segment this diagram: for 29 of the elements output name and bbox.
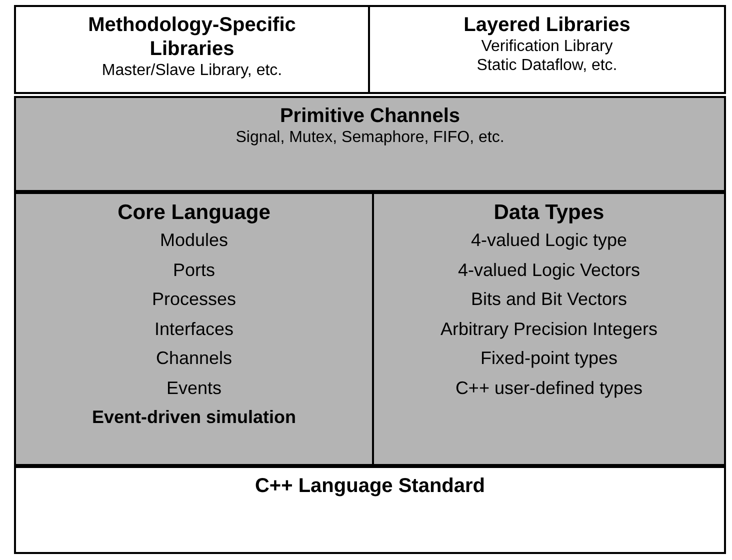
layer-item: Channels bbox=[154, 347, 234, 370]
layer-item: 4-valued Logic Vectors bbox=[456, 258, 642, 282]
layer-heading: Core Language bbox=[116, 200, 272, 226]
layer-item: Master/Slave Library, etc. bbox=[100, 61, 284, 80]
layer-item: Bits and Bit Vectors bbox=[470, 288, 628, 311]
layer-item: Signal, Mutex, Semaphore, FIFO, etc. bbox=[234, 128, 506, 148]
layer-heading: C++ Language Standard bbox=[254, 474, 486, 498]
layer-heading: Methodology-Specific Libraries bbox=[87, 13, 297, 61]
layer-item: Processes bbox=[150, 288, 238, 311]
layer-panel bbox=[372, 192, 726, 466]
layer-box bbox=[368, 5, 726, 94]
layer-item: Static Dataflow, etc. bbox=[476, 56, 618, 76]
layer-box bbox=[14, 5, 370, 94]
layer-item: 4-valued Logic type bbox=[470, 229, 628, 252]
layer-heading: Layered Libraries bbox=[462, 13, 632, 37]
layer-item: Arbitrary Precision Integers bbox=[439, 318, 659, 341]
layer-panel bbox=[14, 192, 374, 466]
layer-box bbox=[14, 466, 726, 554]
layer-item: Modules bbox=[158, 229, 230, 252]
layer-heading: Primitive Channels bbox=[278, 104, 462, 128]
layer-item: Fixed-point types bbox=[479, 347, 619, 370]
layer-panel bbox=[14, 96, 726, 192]
layer-item: Interfaces bbox=[153, 318, 235, 340]
layer-item: Events bbox=[165, 376, 223, 400]
layer-item: Ports bbox=[172, 258, 216, 282]
layer-item: C++ user-defined types bbox=[454, 376, 644, 400]
layer-item: Verification Library bbox=[480, 37, 614, 56]
layer-heading: Data Types bbox=[492, 200, 606, 226]
layer-item: Event-driven simulation bbox=[90, 406, 298, 429]
